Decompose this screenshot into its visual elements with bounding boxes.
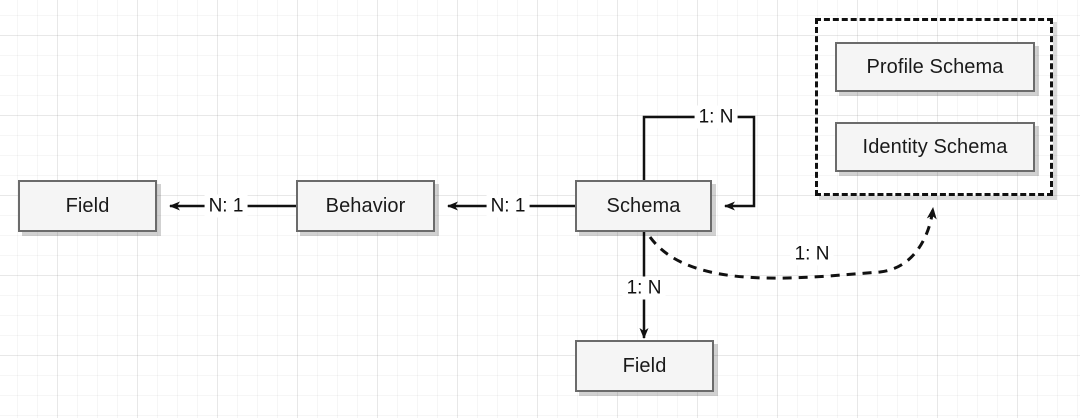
node-label: Profile Schema [866, 55, 1004, 78]
node-field-left[interactable]: Field [18, 180, 157, 232]
node-label: Field [622, 354, 667, 377]
node-schema[interactable]: Schema [575, 180, 712, 232]
node-label: Behavior [325, 194, 406, 217]
node-label: Schema [606, 194, 681, 217]
node-identity-schema[interactable]: Identity Schema [835, 122, 1035, 172]
edge-label-schema-to-behavior: N: 1 [486, 194, 530, 218]
edge-label-behavior-to-field: N: 1 [204, 194, 248, 218]
schema-group-container [815, 18, 1053, 196]
edge-label-schema-to-field: 1: N [622, 276, 666, 300]
node-profile-schema[interactable]: Profile Schema [835, 42, 1035, 92]
node-label: Identity Schema [862, 135, 1008, 158]
node-field-bottom[interactable]: Field [575, 340, 714, 392]
node-label: Field [65, 194, 110, 217]
edge-label-schema-self-loop: 1: N [694, 105, 738, 129]
node-behavior[interactable]: Behavior [296, 180, 435, 232]
edge-label-schema-to-group: 1: N [790, 242, 834, 266]
